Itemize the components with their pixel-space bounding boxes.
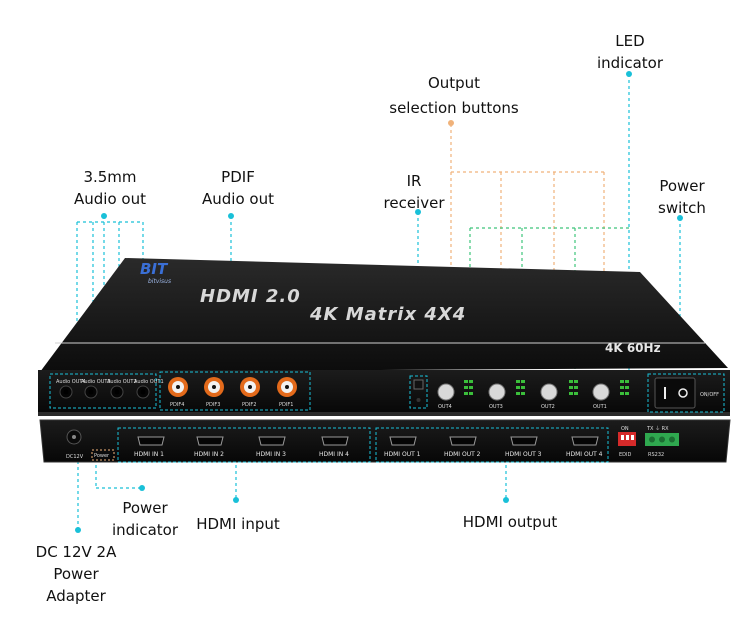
audio-35mm-jacks: Audio OUT4 Audio OUT3 Audio OUT2 Audio O… <box>56 379 164 399</box>
svg-text:Audio OUT1: Audio OUT1 <box>134 379 164 385</box>
title-line-2: 4K Matrix 4X4 <box>309 304 466 325</box>
hdmi-inputs: HDMI IN 1 HDMI IN 2 HDMI IN 3 HDMI IN 4 <box>134 436 349 458</box>
svg-text:PDIF3: PDIF3 <box>206 402 220 408</box>
spdif4-jack[interactable]: PDIF4 <box>168 377 188 408</box>
hdmi-in-2-port[interactable]: HDMI IN 2 <box>194 436 224 458</box>
svg-text:HDMI OUT 1: HDMI OUT 1 <box>384 451 421 458</box>
hdmi-in-3-port[interactable]: HDMI IN 3 <box>256 436 286 458</box>
title-line-1: HDMI 2.0 <box>200 286 301 307</box>
out3-button[interactable]: OUT3 <box>488 383 506 410</box>
callout-ir-receiver: IR receiver <box>383 172 445 212</box>
rs232-pins-label: TX ⏚ RX <box>646 425 669 432</box>
callout-led-indicator: LED indicator <box>596 32 664 72</box>
callout-power-indicator: Power indicator <box>111 499 179 539</box>
hdmi-out-3-port[interactable]: HDMI OUT 3 <box>505 436 542 458</box>
hdmi-out-2-port[interactable]: HDMI OUT 2 <box>444 436 481 458</box>
out4-button[interactable]: OUT4 <box>437 383 455 410</box>
out4-leds-icon <box>464 380 473 395</box>
power-switch[interactable] <box>654 377 696 409</box>
svg-text:PDIF2: PDIF2 <box>242 402 256 408</box>
hdmi-outputs: HDMI OUT 1 HDMI OUT 2 HDMI OUT 3 HDMI OU… <box>384 436 603 458</box>
out1-leds-icon <box>620 380 629 395</box>
edid-dip-switch[interactable] <box>618 432 636 446</box>
switch-label: ON/OFF <box>700 392 719 398</box>
power-led-label: Power <box>94 453 110 459</box>
callout-spdif-audio-out: PDIF Audio out <box>202 168 274 208</box>
spdif-group-box <box>159 371 311 411</box>
spdif2-jack[interactable]: PDIF2 <box>240 377 260 408</box>
svg-text:bitvisus: bitvisus <box>148 278 171 285</box>
svg-text:PDIF1: PDIF1 <box>279 402 293 408</box>
brand-logo: BIT bitvisus <box>140 260 171 285</box>
out2-leds-icon <box>569 380 578 395</box>
spdif-rca-jacks: PDIF4 PDIF3 PDIF2 PDIF1 <box>168 377 297 408</box>
svg-text:HDMI OUT 3: HDMI OUT 3 <box>505 451 542 458</box>
svg-text:Audio OUT4: Audio OUT4 <box>56 379 86 385</box>
ir-receiver <box>413 379 424 402</box>
edid-label: EDID <box>619 452 631 458</box>
audio-out1-jack[interactable]: Audio OUT1 <box>134 379 164 399</box>
svg-text:HDMI IN 2: HDMI IN 2 <box>194 451 224 458</box>
callout-hdmi-input: HDMI input <box>196 515 280 533</box>
out2-button[interactable]: OUT2 <box>540 383 558 410</box>
spdif3-jack[interactable]: PDIF3 <box>204 377 224 408</box>
svg-text:Audio OUT3: Audio OUT3 <box>81 379 111 385</box>
svg-text:OUT1: OUT1 <box>593 404 607 410</box>
out1-button[interactable]: OUT1 <box>592 383 610 410</box>
svg-text:OUT4: OUT4 <box>438 404 452 410</box>
audio-out-group-box <box>49 373 157 409</box>
svg-text:HDMI IN 4: HDMI IN 4 <box>319 451 349 458</box>
audio-out3-jack[interactable]: Audio OUT3 <box>81 379 111 399</box>
svg-text:HDMI IN 1: HDMI IN 1 <box>134 451 164 458</box>
callout-dots <box>75 71 683 533</box>
dc-label: DC12V <box>66 454 84 460</box>
hdmi-out-1-port[interactable]: HDMI OUT 1 <box>384 436 421 458</box>
callout-output-selection-buttons: Output selection buttons <box>389 74 519 117</box>
svg-text:HDMI OUT 2: HDMI OUT 2 <box>444 451 481 458</box>
hdmi-in-1-port[interactable]: HDMI IN 1 <box>134 436 165 458</box>
rs232-terminal[interactable] <box>645 433 679 446</box>
spec-badge: 4K 60Hz <box>605 341 661 355</box>
rs232-label: RS232 <box>648 452 664 458</box>
svg-text:OUT2: OUT2 <box>541 404 555 410</box>
audio-out4-jack[interactable]: Audio OUT4 <box>56 379 86 399</box>
dc-power-jack[interactable] <box>66 429 82 445</box>
ir-group-box <box>409 375 428 409</box>
audio-out2-jack[interactable]: Audio OUT2 <box>107 379 137 399</box>
top-unit-front <box>38 370 730 414</box>
callout-dc-adapter: DC 12V 2A Power Adapter <box>35 543 117 605</box>
hdmi-out-4-port[interactable]: HDMI OUT 4 <box>566 436 603 458</box>
edid-on-label: ON <box>621 426 629 432</box>
svg-text:HDMI IN 3: HDMI IN 3 <box>256 451 286 458</box>
hdmi-input-box <box>117 427 371 463</box>
hdmi-output-box <box>375 427 609 463</box>
svg-text:OUT3: OUT3 <box>489 404 503 410</box>
out3-leds-icon <box>516 380 525 395</box>
hdmi-in-4-port[interactable]: HDMI IN 4 <box>319 436 349 458</box>
output-bracket-dot <box>448 120 454 126</box>
spdif1-jack[interactable]: PDIF1 <box>277 377 297 408</box>
bottom-unit-front <box>39 419 731 463</box>
callout-3.5mm-audio-out: 3.5mm Audio out <box>74 168 146 208</box>
svg-text:Audio OUT2: Audio OUT2 <box>107 379 137 385</box>
svg-text:BIT: BIT <box>140 260 169 278</box>
callout-power-switch: Power switch <box>658 177 706 217</box>
svg-text:PDIF4: PDIF4 <box>170 402 184 408</box>
power-switch-box <box>647 373 725 413</box>
svg-text:HDMI OUT 4: HDMI OUT 4 <box>566 451 603 458</box>
callout-hdmi-output: HDMI output <box>462 513 558 531</box>
output-controls: OUT4 OUT3 OUT2 OUT1 <box>437 380 629 410</box>
